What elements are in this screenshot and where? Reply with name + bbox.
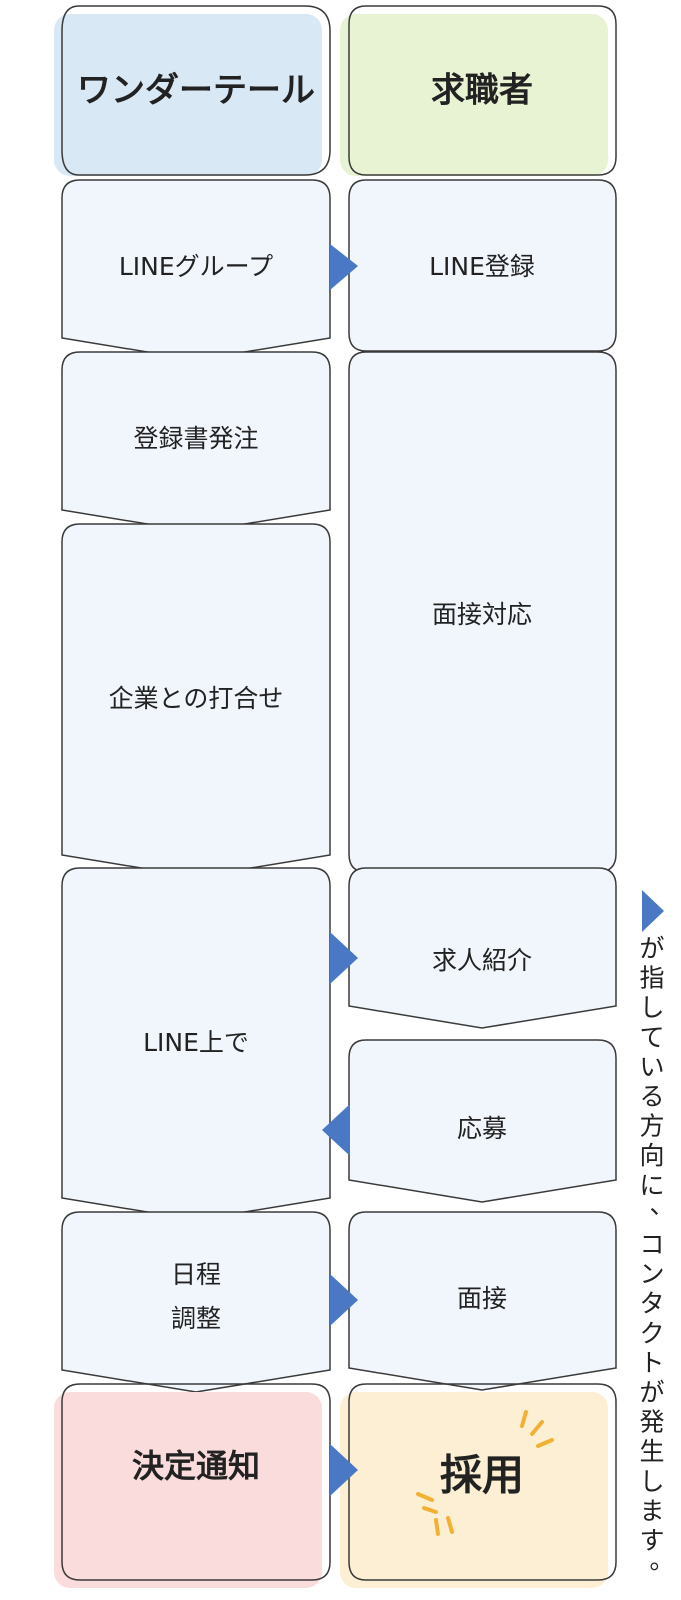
step-apply-box: [348, 1039, 617, 1203]
side-note-char: が: [639, 934, 664, 963]
spark-mark: [536, 1438, 554, 1448]
step-line-register-box: [348, 179, 617, 352]
side-note-char: す: [639, 1526, 664, 1555]
arrow-line-group-to-line-register: [330, 244, 358, 290]
side-note-char: に: [639, 1171, 664, 1200]
side-note-char: 、: [649, 1190, 674, 1219]
step-hire-box: [348, 1383, 617, 1581]
contact-arrows: [322, 244, 358, 1496]
side-note-char: る: [639, 1082, 664, 1111]
arrow-on-line-to-job-intro: [330, 932, 358, 984]
arrow-schedule-to-interview: [330, 1274, 358, 1326]
side-note-arrow: [642, 890, 664, 932]
step-schedule-line-2: 調整: [171, 1304, 221, 1333]
side-note-char: コ: [639, 1230, 664, 1259]
side-note-char: 方: [639, 1112, 664, 1141]
right-column: 求職者 LINE登録 面接対応 求人紹介 応募 面接 採用: [340, 5, 617, 1588]
side-note-char: ク: [639, 1319, 664, 1348]
header-right-fill: [340, 14, 608, 176]
header-right-box: [348, 5, 617, 176]
decision-fill: [54, 1392, 322, 1588]
side-note-char: 向: [639, 1141, 664, 1170]
side-note-char: 指: [639, 964, 664, 993]
step-order-label: 登録書発注: [133, 424, 258, 453]
step-schedule-box: [61, 1211, 331, 1393]
side-note-char: が: [639, 1378, 664, 1407]
step-line-group-box: [61, 179, 331, 361]
step-decision-label: 決定通知: [132, 1447, 260, 1485]
side-note-char: ン: [639, 1260, 664, 1289]
side-note-char: し: [639, 993, 664, 1022]
step-line-register-label: LINE登録: [429, 252, 535, 281]
step-line-group-label: LINEグループ: [119, 252, 273, 281]
step-on-line-box: [61, 867, 331, 1221]
spark-mark: [530, 1420, 544, 1436]
spark-mark: [434, 1518, 440, 1536]
step-interview-support-label: 面接対応: [432, 600, 532, 629]
spark-mark: [422, 1506, 438, 1514]
side-note-char: ト: [639, 1348, 664, 1377]
step-job-intro-label: 求人紹介: [432, 946, 532, 975]
spark-mark: [520, 1410, 528, 1428]
hire-sparkle-marks: [416, 1410, 554, 1536]
side-note-char: 生: [639, 1437, 664, 1466]
step-apply-label: 応募: [457, 1114, 507, 1143]
header-right-label: 求職者: [431, 71, 533, 111]
arrow-decision-to-hire: [330, 1444, 358, 1496]
step-interview-box: [348, 1211, 617, 1391]
step-meeting-box: [61, 523, 331, 878]
side-note-char: 。: [649, 1546, 674, 1575]
side-note-char: て: [639, 1023, 664, 1052]
arrow-apply-to-on-line: [322, 1104, 350, 1156]
left-column: ワンダーテール LINEグループ 登録書発注 企業との打合せ LINE上で 日程…: [54, 5, 331, 1588]
hire-fill: [340, 1392, 608, 1588]
header-left-box: [61, 5, 331, 176]
spark-mark: [416, 1492, 434, 1502]
step-order-box: [61, 351, 331, 533]
side-note-char: し: [639, 1467, 664, 1496]
step-on-line-label: LINE上で: [143, 1028, 249, 1057]
header-left-fill: [54, 14, 322, 176]
step-job-intro-box: [348, 867, 617, 1029]
side-note-char: い: [639, 1052, 664, 1081]
header-left-label: ワンダーテール: [77, 71, 315, 111]
step-hire-label: 採用: [440, 1451, 524, 1500]
side-note-char: 発: [639, 1408, 664, 1437]
side-note-char: ま: [639, 1496, 664, 1525]
spark-mark: [446, 1516, 454, 1534]
step-meeting-label: 企業との打合せ: [109, 684, 284, 713]
step-interview-label: 面接: [457, 1284, 507, 1313]
step-schedule-line-1: 日程: [171, 1260, 221, 1289]
step-decision-box: [61, 1383, 331, 1581]
side-note-char: タ: [639, 1289, 664, 1318]
